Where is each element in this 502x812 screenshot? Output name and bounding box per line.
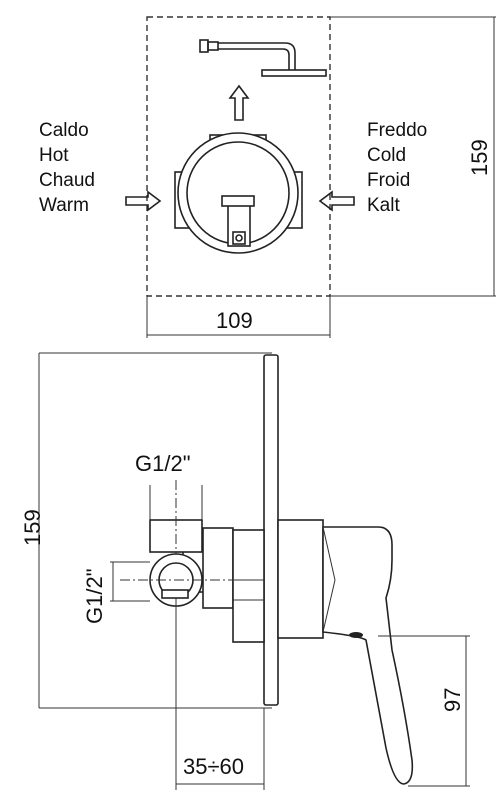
outlet-arrow-icon (228, 84, 250, 121)
hot-label-fr: Chaud (39, 170, 95, 191)
hot-inlet-arrow-icon (125, 190, 162, 212)
thread-label-top: G1/2" (135, 451, 191, 476)
mixer-handle (277, 519, 414, 785)
top-view: Caldo Hot Chaud Warm Freddo Cold Froid K… (39, 16, 496, 338)
cold-label-fr: Froid (367, 170, 410, 191)
depth-dimension (175, 598, 265, 790)
cold-label-it: Freddo (367, 120, 427, 141)
hot-label-de: Warm (39, 195, 89, 216)
width-dimension (146, 296, 331, 338)
shower-head-icon (199, 39, 327, 77)
height-dim-label-left: 159 (20, 509, 45, 546)
cold-label-de: Kalt (367, 195, 400, 216)
depth-dim-label: 35÷60 (183, 754, 244, 779)
valve-body (174, 132, 303, 254)
height-dim-label-right: 159 (467, 139, 492, 176)
height-dimension-right (330, 16, 496, 297)
wall-plate-outline (146, 16, 331, 297)
hot-label-en: Hot (39, 145, 69, 166)
concealed-body (182, 527, 265, 643)
cold-label-en: Cold (367, 145, 406, 166)
height-dimension-left (38, 352, 272, 709)
cold-inlet-arrow-icon (318, 190, 355, 212)
hot-label-it: Caldo (39, 120, 89, 141)
side-view: 159 (20, 352, 470, 790)
thread-label-side: G1/2" (82, 568, 107, 624)
lever-dimension (378, 635, 470, 787)
wall-plate (263, 354, 279, 706)
width-dim-label: 109 (216, 308, 253, 333)
lever-dim-label: 97 (440, 688, 465, 712)
